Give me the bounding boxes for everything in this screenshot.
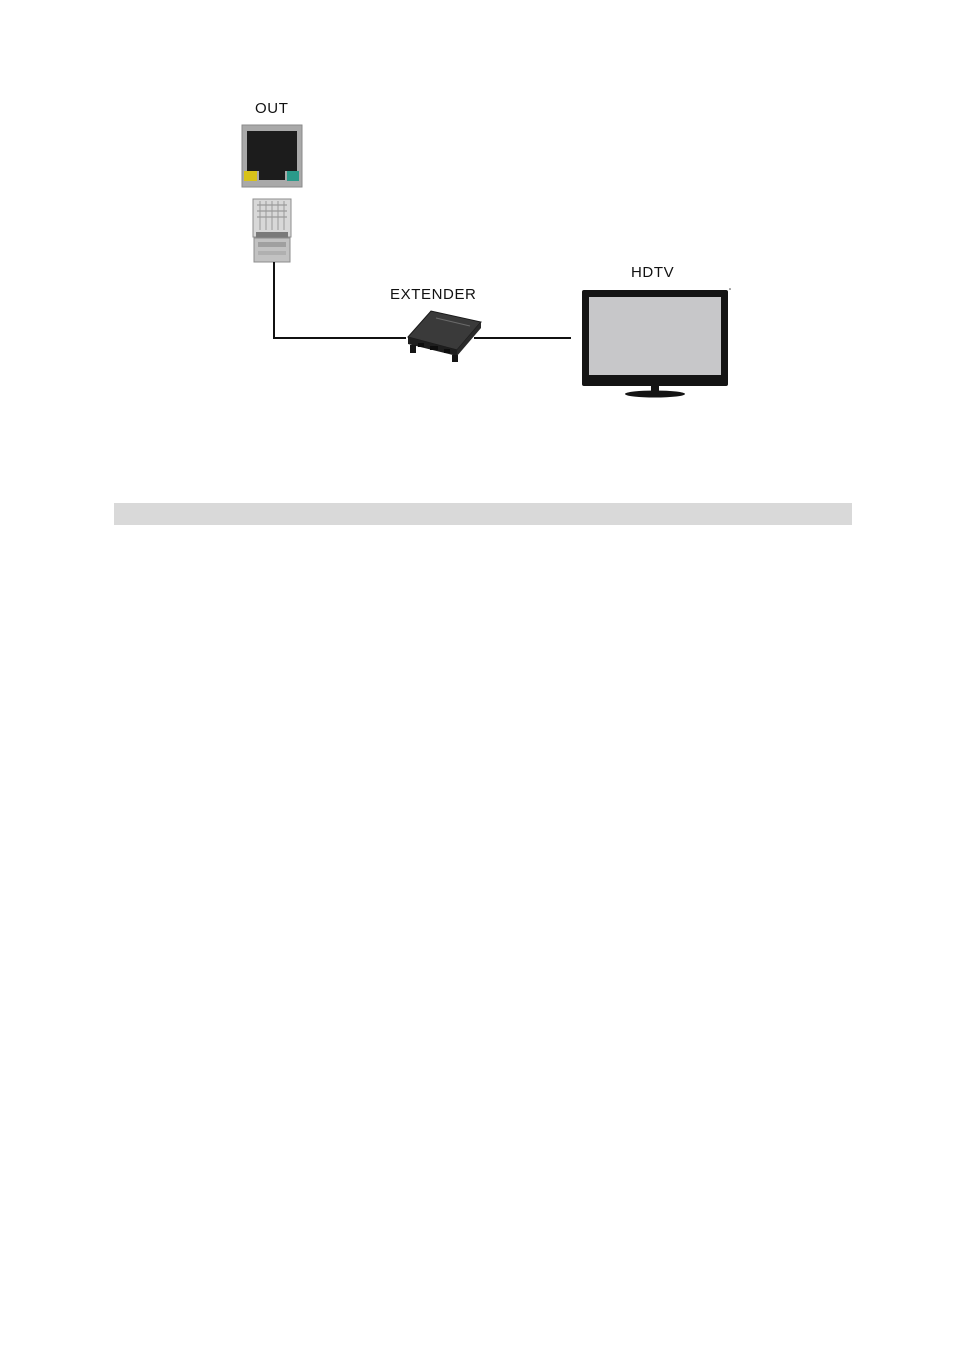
section-header-bar bbox=[114, 503, 852, 525]
port-led-left bbox=[244, 171, 257, 181]
hdtv-icon bbox=[582, 288, 731, 397]
rj45-port-icon bbox=[242, 125, 302, 187]
connection-diagram bbox=[0, 0, 954, 420]
extender-device-icon bbox=[408, 311, 481, 362]
rj45-plug-icon bbox=[253, 199, 291, 262]
port-led-right bbox=[287, 171, 299, 181]
